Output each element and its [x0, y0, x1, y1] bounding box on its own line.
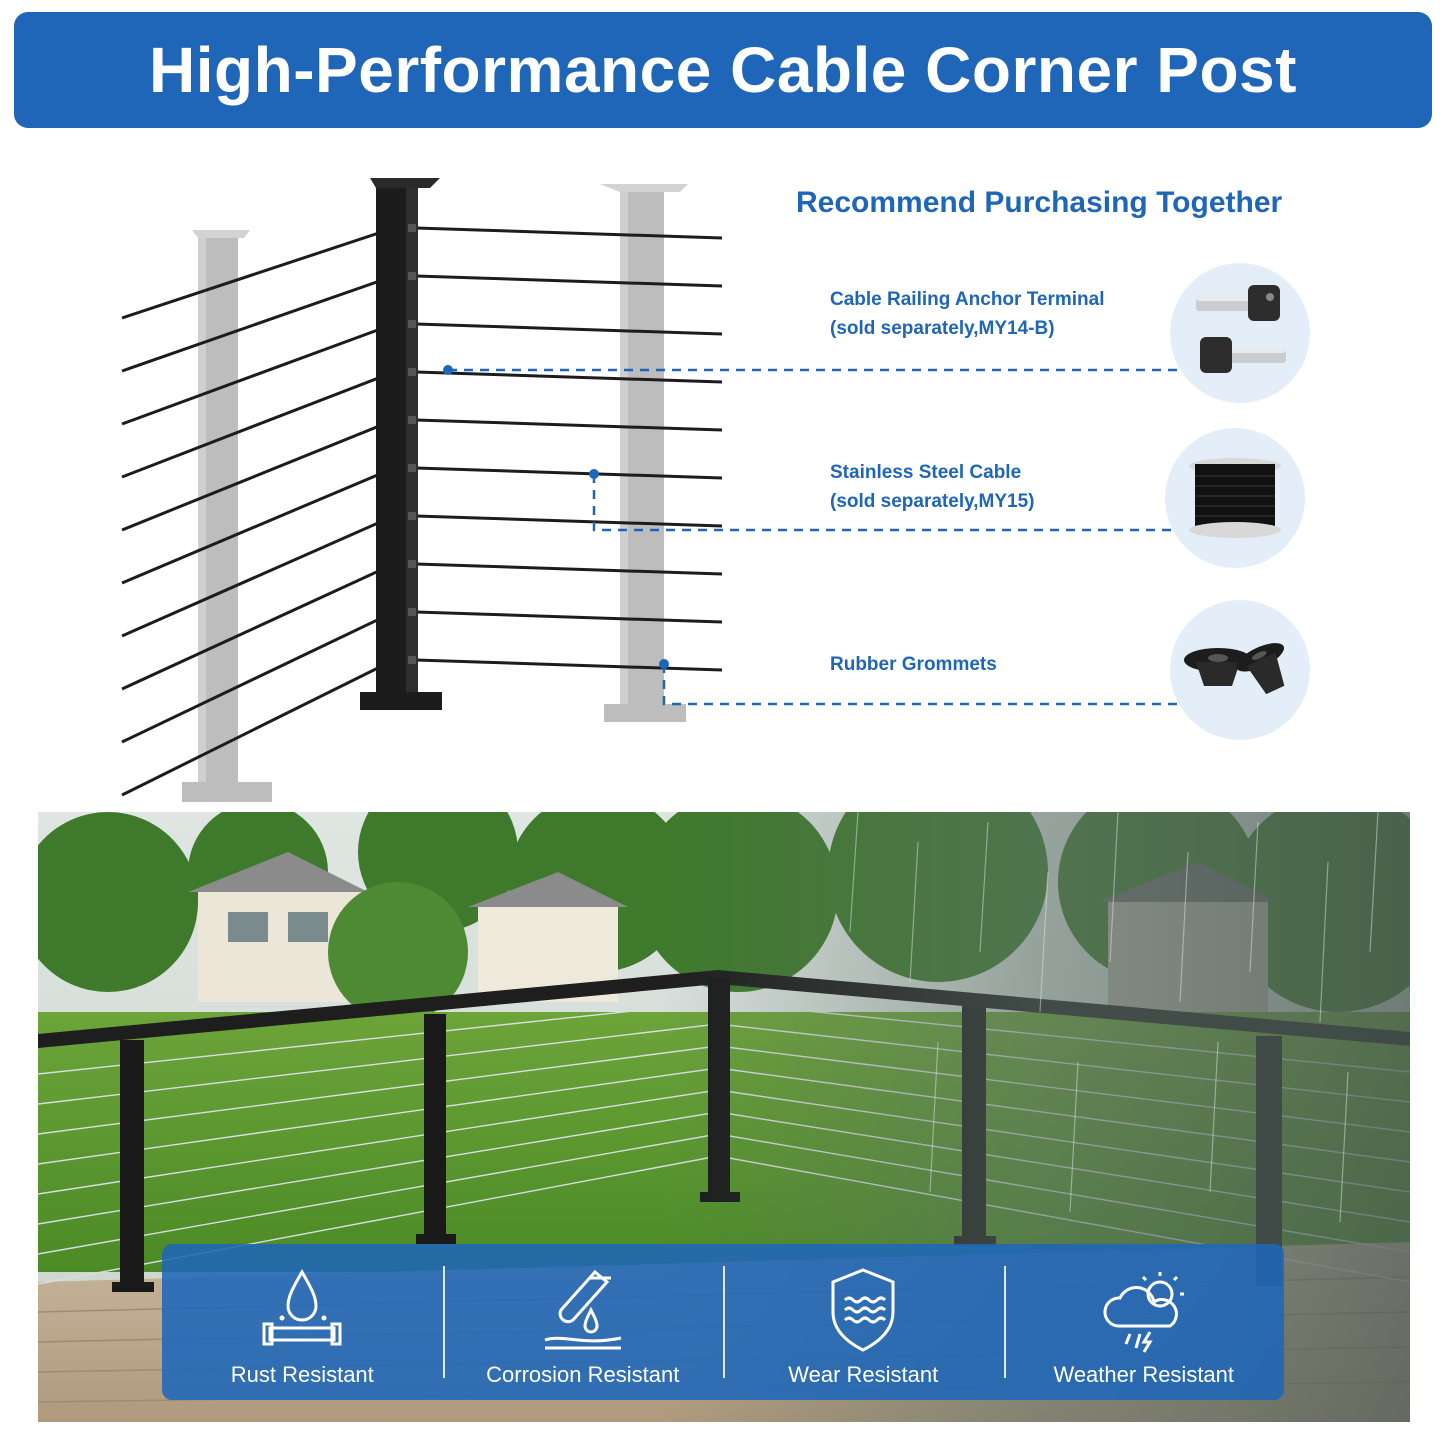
- corrosion-resistant-icon: [544, 1269, 622, 1350]
- black-corner-post: [360, 178, 442, 710]
- weather-resistant-icon: [1103, 1272, 1184, 1353]
- header-banner: High-Performance Cable Corner Post: [14, 12, 1432, 128]
- feature-weather-resistant: Weather Resistant: [1003, 1244, 1285, 1400]
- feature-label: Weather Resistant: [1053, 1362, 1235, 1387]
- rust-resistant-icon: [262, 1268, 342, 1346]
- wear-resistant-icon: [831, 1268, 895, 1352]
- features-bar: Rust Resistant Corrosion Resistant Wear …: [162, 1244, 1284, 1400]
- feature-label: Wear Resistant: [788, 1362, 939, 1387]
- feature-label: Corrosion Resistant: [486, 1362, 680, 1387]
- rubber-grommet-icon: [1170, 600, 1310, 740]
- callout-dot-terminal: [443, 365, 453, 375]
- callout-dot-cable: [589, 469, 599, 479]
- feature-rust-resistant: Rust Resistant: [162, 1244, 443, 1400]
- page-title: High-Performance Cable Corner Post: [149, 34, 1297, 106]
- rubber-grommets-label: Rubber Grommets: [830, 654, 997, 675]
- feature-label: Rust Resistant: [230, 1362, 374, 1387]
- anchor-terminal-label: Cable Railing Anchor Terminal (sold sepa…: [830, 289, 1105, 339]
- cable-spool-icon: [1165, 428, 1305, 568]
- corner-post-diagram: [121, 178, 1180, 802]
- stainless-cable-label: Stainless Steel Cable (sold separately,M…: [830, 462, 1035, 512]
- right-cables: [415, 226, 723, 672]
- callout-dot-grommet: [659, 659, 669, 669]
- right-gray-post: [600, 184, 688, 722]
- left-gray-post: [182, 230, 272, 802]
- feature-corrosion-resistant: Corrosion Resistant: [442, 1244, 724, 1400]
- feature-wear-resistant: Wear Resistant: [723, 1244, 1004, 1400]
- left-cables: [121, 226, 395, 797]
- recommend-title: Recommend Purchasing Together: [796, 186, 1283, 219]
- anchor-terminal-icon: [1170, 263, 1310, 403]
- callout-connectors: [448, 368, 1180, 706]
